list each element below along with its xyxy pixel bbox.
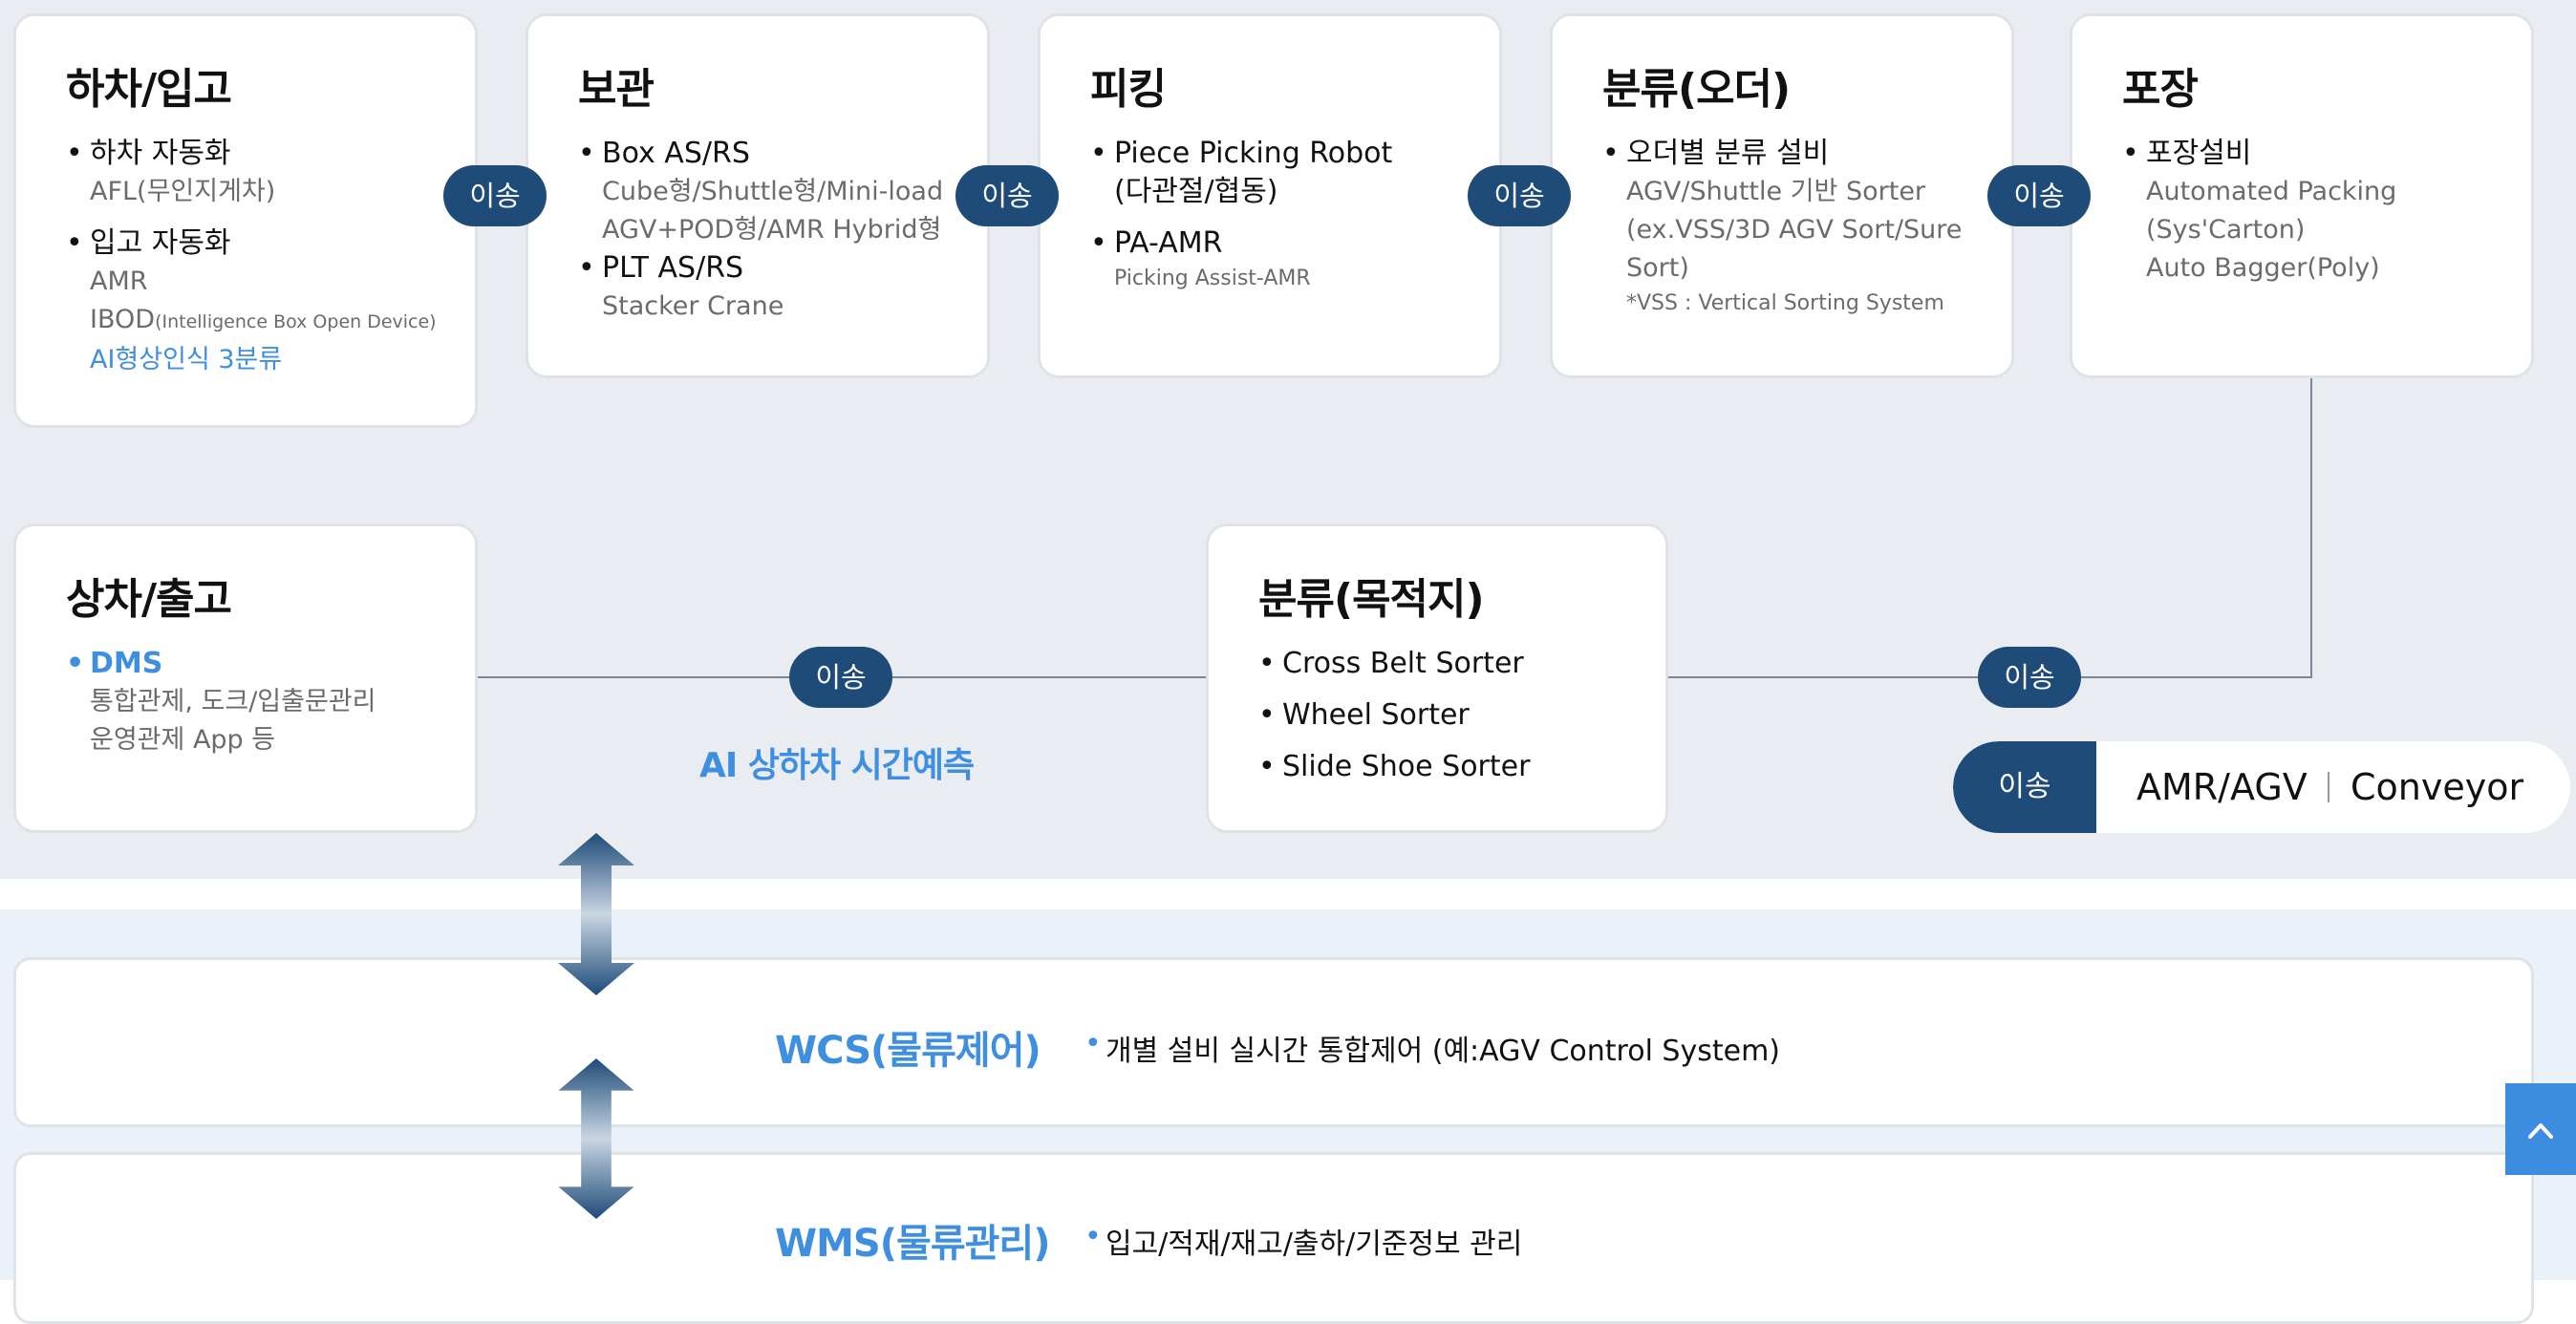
transfer-pill-5: 이송 [789,647,892,708]
item-detail: AGV+POD형/AMR Hybrid형 [602,215,942,245]
item-detail: AMR [90,267,148,296]
item-detail: 통합관제, 도크/입출문관리 [90,687,376,716]
legend-pill: 이송 [1953,741,2096,833]
transfer-pill-2: 이송 [955,165,1059,226]
card-title: 보관 [578,65,655,114]
item-detail: AFL(무인지게차) [90,177,276,206]
ai-highlight: AI형상인식 3분류 [90,345,283,374]
double-arrow-icon [558,1058,634,1219]
item-label: Box AS/RS [578,135,968,173]
item-label: 하차 자동화 [66,135,456,173]
item-detail: Cube형/Shuttle형/Mini-load [602,177,944,206]
item-detail: Automated Packing [2146,177,2397,206]
chevron-up-icon [2528,1123,2553,1139]
item-label: Slide Shoe Sorter [1258,748,1646,786]
item-label: PLT AS/RS [578,249,968,288]
item-label: DMS [66,645,456,683]
card-loading: 상차/출고 DMS 통합관제, 도크/입출문관리 운영관제 App 등 [13,523,478,833]
card-title: 분류(목적지) [1258,575,1485,624]
card-storage: 보관 Box AS/RS Cube형/Shuttle형/Mini-load AG… [526,13,990,378]
section-divider [0,879,2576,909]
legend-item-amr-agv: AMR/AGV [2136,766,2308,808]
item-detail: Picking Assist-AMR [1114,267,1311,290]
item-detail: Stacker Crane [602,291,784,321]
item-detail: (ex.VSS/3D AGV Sort/Sure [1626,215,1963,245]
legend-separator [2328,772,2329,802]
system-title: WCS(물류제어) [775,1029,1041,1073]
item-detail: Sort) [1626,253,1689,283]
ibod-note: (Intelligence Box Open Device) [155,311,437,332]
item-label: 오더별 분류 설비 [1602,135,1992,173]
system-description: 입고/적재/재고/출하/기준정보 관리 [1084,1220,1522,1262]
item-label: PA-AMR [1090,224,1480,263]
card-title: 하차/입고 [66,65,232,114]
system-row-wms: WMS(물류관리) 입고/적재/재고/출하/기준정보 관리 [13,1152,2534,1324]
card-packing: 포장 포장설비 Automated Packing (Sys'Carton) A… [2070,13,2534,378]
item-detail: Auto Bagger(Poly) [2146,253,2380,283]
item-detail: 운영관제 App 등 [90,725,276,755]
card-unloading: 하차/입고 하차 자동화 AFL(무인지게차) 입고 자동화 AMR IBOD(… [13,13,478,428]
transfer-pill-3: 이송 [1468,165,1571,226]
item-note: *VSS : Vertical Sorting System [1626,291,1944,315]
legend-item-conveyor: Conveyor [2351,766,2524,808]
scroll-top-button[interactable] [2505,1083,2576,1175]
item-label: 입고 자동화 [66,224,456,263]
item-label: Piece Picking Robot [1090,135,1480,173]
item-detail: AGV/Shuttle 기반 Sorter [1626,177,1926,206]
card-sort-order: 분류(오더) 오더별 분류 설비 AGV/Shuttle 기반 Sorter (… [1550,13,2014,378]
ibod-label: IBOD [90,305,156,334]
card-picking: 피킹 Piece Picking Robot (다관절/협동) PA-AMR P… [1038,13,1502,378]
item-label: 포장설비 [2122,135,2512,173]
card-title: 포장 [2122,65,2199,114]
card-sort-destination: 분류(목적지) Cross Belt Sorter Wheel Sorter S… [1206,523,1668,833]
legend: 이송 AMR/AGV Conveyor [1953,741,2570,833]
transfer-pill-6: 이송 [1978,647,2081,708]
transfer-pill-4: 이송 [1987,165,2091,226]
item-detail: IBOD(Intelligence Box Open Device) [66,301,456,341]
transfer-pill-1: 이송 [443,165,547,226]
card-title: 상차/출고 [66,575,232,624]
double-arrow-icon [558,833,634,995]
system-description: 개별 설비 실시간 통합제어 (예:AGV Control System) [1084,1027,1780,1069]
system-title: WMS(물류관리) [775,1222,1050,1266]
item-label-cont: (다관절/협동) [1114,175,1278,208]
card-title: 피킹 [1090,65,1167,114]
card-title: 분류(오더) [1602,65,1791,114]
flow-line-packing-down [2310,378,2312,678]
ai-prediction-label: AI 상하차 시간예측 [699,746,975,785]
item-detail: (Sys'Carton) [2146,215,2306,245]
system-row-wcs: WCS(물류제어) 개별 설비 실시간 통합제어 (예:AGV Control … [13,957,2534,1127]
item-label: Wheel Sorter [1258,696,1646,735]
item-label: Cross Belt Sorter [1258,645,1646,683]
